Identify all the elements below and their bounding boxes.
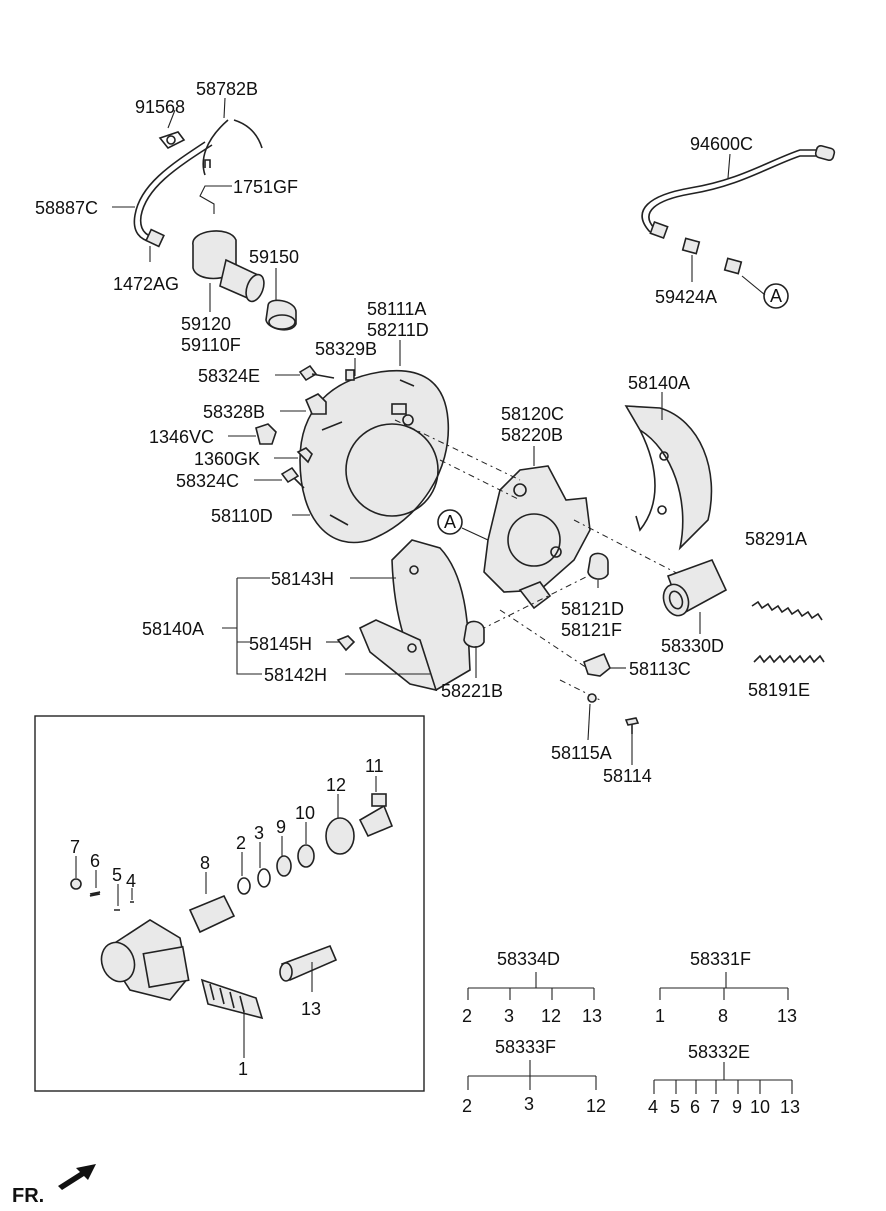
label-94600C: 94600C	[690, 134, 753, 154]
label-59150: 59150	[249, 247, 299, 267]
label-58115A: 58115A	[551, 743, 612, 763]
kit-58332E-item: 5	[670, 1097, 680, 1117]
label-58220B: 58220B	[501, 425, 563, 445]
kit-58334D-code: 58334D	[497, 949, 560, 969]
kit-58334D-item: 13	[582, 1006, 602, 1026]
label-1360GK: 1360GK	[194, 449, 260, 469]
backing-plate	[299, 369, 450, 544]
kit-58332E-item: 10	[750, 1097, 770, 1117]
label-58887C: 58887C	[35, 198, 98, 218]
inset-num-8: 8	[200, 853, 210, 873]
label-1346VC: 1346VC	[149, 427, 214, 447]
inset-num-4: 4	[126, 871, 136, 891]
label-58121F: 58121F	[561, 620, 622, 640]
inset-num-10: 10	[295, 803, 315, 823]
label-58143H: 58143H	[271, 569, 334, 589]
label-58324E: 58324E	[198, 366, 260, 386]
inset-num-12: 12	[326, 775, 346, 795]
inset-num-13: 13	[301, 999, 321, 1019]
kit-58332E-item: 4	[648, 1097, 658, 1117]
label-91568: 91568	[135, 97, 185, 117]
anchor-plate	[483, 465, 591, 610]
label-58111A: 58111A	[367, 299, 426, 319]
label-58145H: 58145H	[249, 634, 312, 654]
kit-58334D-item: 2	[462, 1006, 472, 1026]
kit-58332E-item: 9	[732, 1097, 742, 1117]
label-58291A: 58291A	[745, 529, 807, 549]
retainer-clip	[583, 652, 640, 734]
adjuster-parts	[463, 552, 609, 648]
label-58110D: 58110D	[211, 506, 273, 526]
return-springs	[751, 600, 825, 664]
label-58328B: 58328B	[203, 402, 265, 422]
wheel-speed-sensor	[641, 144, 836, 275]
inset-num-1: 1	[238, 1059, 248, 1079]
kit-58333F-item: 12	[586, 1096, 606, 1116]
label-58142H: 58142H	[264, 665, 327, 685]
label-59110F: 59110F	[181, 335, 241, 355]
label-58140A-left: 58140A	[142, 619, 204, 639]
label-1751GF: 1751GF	[233, 177, 298, 197]
kit-58334D-item: 3	[504, 1006, 514, 1026]
label-58113C: 58113C	[629, 659, 691, 679]
parking-cable-assembly	[133, 119, 263, 248]
kit-58331F-item: 8	[718, 1006, 728, 1026]
label-58782B: 58782B	[196, 79, 258, 99]
ref-a-circle-2	[437, 509, 463, 535]
kit-58333F-item: 2	[462, 1096, 472, 1116]
kit-58331F-item: 13	[777, 1006, 797, 1026]
wheel-cylinder	[662, 558, 728, 617]
kit-trees	[467, 972, 793, 1094]
kit-58333F-item: 3	[524, 1094, 534, 1114]
front-direction-label: FR.	[12, 1185, 44, 1207]
backing-plate-bolts	[255, 364, 355, 489]
label-58324C: 58324C	[176, 471, 239, 491]
label-59120: 59120	[181, 314, 231, 334]
ref-a-circle-1	[763, 283, 789, 309]
label-58140A-top: 58140A	[628, 373, 690, 393]
label-58329B: 58329B	[315, 339, 377, 359]
kit-58334D-item: 12	[541, 1006, 561, 1026]
label-58120C: 58120C	[501, 404, 564, 424]
inset-num-11: 11	[365, 756, 384, 776]
kit-58332E-item: 13	[780, 1097, 800, 1117]
kit-58332E-code: 58332E	[688, 1042, 750, 1062]
label-59424A: 59424A	[655, 287, 717, 307]
inset-num-6: 6	[90, 851, 100, 871]
inset-num-7: 7	[70, 837, 80, 857]
inset-num-5: 5	[112, 865, 122, 885]
front-arrow-icon	[58, 1164, 96, 1190]
kit-58332E-item: 7	[710, 1097, 720, 1117]
label-58221B: 58221B	[441, 681, 503, 701]
label-58114: 58114	[603, 766, 652, 786]
hub-bearing	[192, 230, 297, 331]
inset-num-2: 2	[236, 833, 246, 853]
label-1472AG: 1472AG	[113, 274, 179, 294]
inset-num-3: 3	[254, 823, 264, 843]
kit-58333F-code: 58333F	[495, 1037, 556, 1057]
label-58121D: 58121D	[561, 599, 624, 619]
kit-58331F-item: 1	[655, 1006, 665, 1026]
inset-leader-lines	[75, 776, 377, 1058]
brake-shoe-upper	[624, 405, 713, 551]
inset-box	[34, 715, 425, 1092]
label-ref-a-1: A	[770, 286, 782, 306]
cylinder-exploded-view	[70, 793, 394, 1020]
label-58191E: 58191E	[748, 680, 810, 700]
label-ref-a-2: A	[444, 512, 456, 532]
label-58211D: 58211D	[367, 320, 429, 340]
brake-shoe-lower	[336, 539, 471, 692]
kit-58331F-code: 58331F	[690, 949, 751, 969]
label-58330D: 58330D	[661, 636, 724, 656]
inset-num-9: 9	[276, 817, 286, 837]
kit-58332E-item: 6	[690, 1097, 700, 1117]
